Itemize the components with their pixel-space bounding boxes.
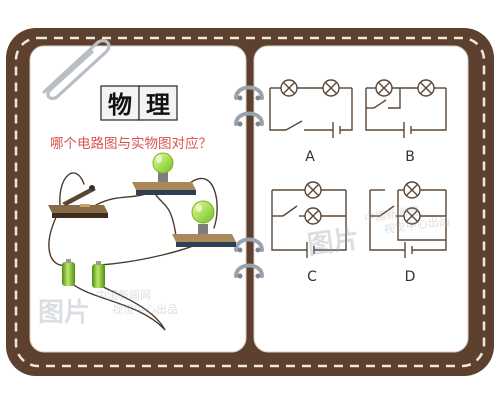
knife-switch-icon: [48, 185, 108, 218]
option-label-c: C: [307, 269, 317, 285]
option-label-a: A: [305, 149, 315, 165]
light-bulb-icon: [132, 152, 196, 195]
circuit-diagram-c: [271, 181, 347, 258]
physical-circuit: [48, 152, 236, 331]
circuit-diagram-b: [365, 79, 447, 138]
title-char-2: 理: [146, 91, 170, 119]
watermark-logo: 图片: [306, 224, 362, 261]
option-label-b: B: [405, 149, 415, 165]
watermark-line1: 中国新闻网: [96, 288, 151, 302]
binder-rings: [234, 85, 264, 278]
battery-icon: [62, 259, 105, 288]
option-label-d: D: [405, 269, 416, 285]
circuit-diagram-d: [369, 181, 447, 258]
watermark-left: 图片 中国新闻网 视觉中心出品: [38, 288, 178, 328]
page-title: 物 理: [100, 85, 178, 121]
left-page: [29, 45, 247, 353]
paperclip-icon: [42, 39, 111, 101]
question-text: 哪个电路图与实物图对应？: [50, 135, 212, 152]
circuit-diagram-a: [269, 79, 353, 138]
watermark-line2: 视觉中心出品: [112, 302, 178, 316]
title-char-1: 物: [108, 91, 132, 119]
light-bulb-icon: [172, 200, 236, 247]
watermark-logo: 图片: [38, 298, 90, 328]
right-page: [253, 45, 469, 353]
